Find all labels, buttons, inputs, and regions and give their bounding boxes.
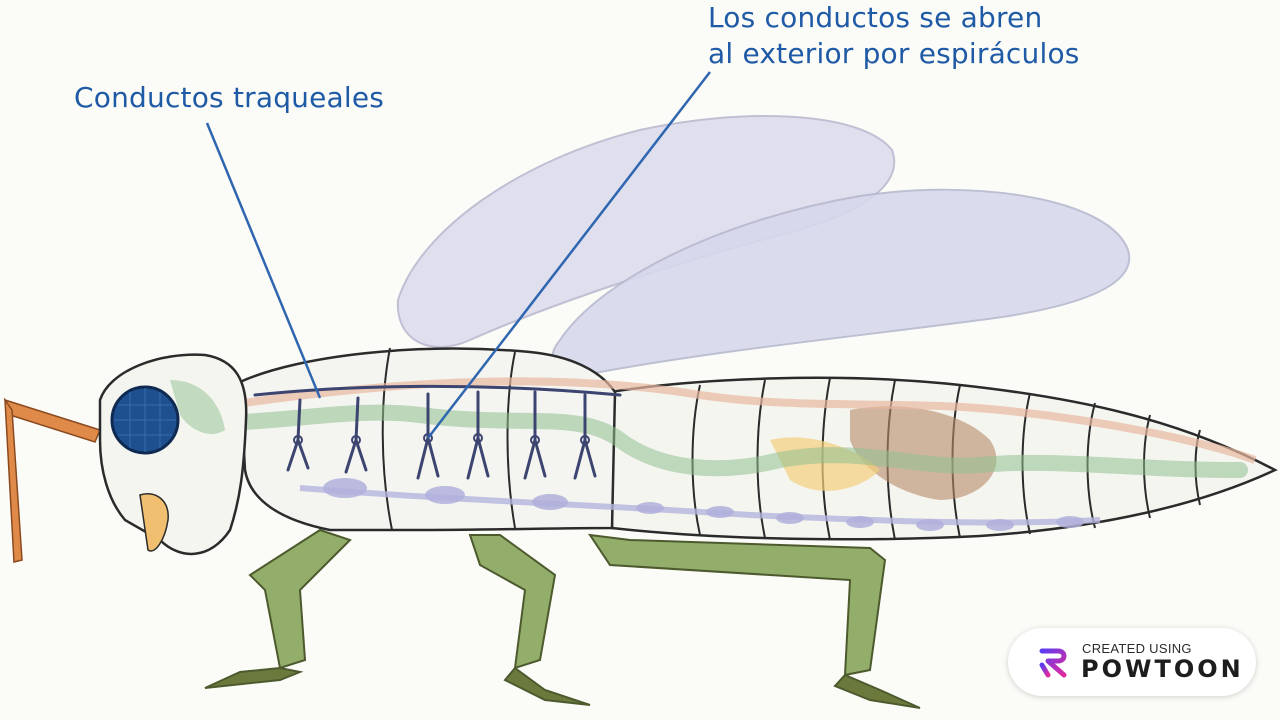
antenna-hanging bbox=[4, 397, 23, 563]
pharynx bbox=[170, 380, 225, 435]
watermark-brand: POWTOON bbox=[1081, 655, 1244, 683]
powtoon-watermark-badge: CREATED USING POWTOON bbox=[1008, 628, 1256, 696]
middle-leg bbox=[468, 534, 557, 670]
head bbox=[98, 353, 248, 556]
hind-leg-foot bbox=[833, 673, 921, 709]
front-leg-foot bbox=[204, 666, 304, 689]
watermark-top-text: CREATED USING bbox=[1082, 641, 1192, 656]
powtoon-logo-icon bbox=[1039, 648, 1067, 678]
mouthparts bbox=[139, 493, 169, 552]
reproductive-organs bbox=[850, 406, 997, 500]
label-spiracles-line1: Los conductos se abren bbox=[708, 1, 1043, 34]
front-wing bbox=[396, 115, 896, 348]
tracheal-ducts-leader-line bbox=[205, 122, 322, 399]
tracheal-system bbox=[253, 384, 622, 480]
label-spiracles-line2: al exterior por espiráculos bbox=[708, 37, 1080, 70]
antenna bbox=[3, 397, 102, 563]
legs bbox=[204, 528, 921, 709]
dorsal-vessel bbox=[229, 377, 1257, 464]
rear-wing bbox=[551, 188, 1131, 376]
eye-facets bbox=[114, 388, 176, 452]
label-tracheal-ducts: Conductos traqueales bbox=[74, 81, 385, 114]
digestive-tract bbox=[172, 404, 1248, 478]
hind-leg bbox=[587, 533, 887, 677]
spiracles bbox=[293, 433, 590, 445]
middle-leg-foot bbox=[503, 666, 591, 706]
front-leg bbox=[248, 528, 352, 670]
main-tracheal-trunk bbox=[253, 384, 622, 397]
thorax-segments bbox=[381, 347, 516, 531]
label-spiracles: Los conductos se abren al exterior por e… bbox=[708, 0, 1080, 72]
nerve-ganglia bbox=[323, 478, 1084, 531]
spiracles-leader-line bbox=[427, 71, 711, 439]
wings bbox=[396, 115, 1131, 376]
antenna-front bbox=[3, 398, 102, 443]
